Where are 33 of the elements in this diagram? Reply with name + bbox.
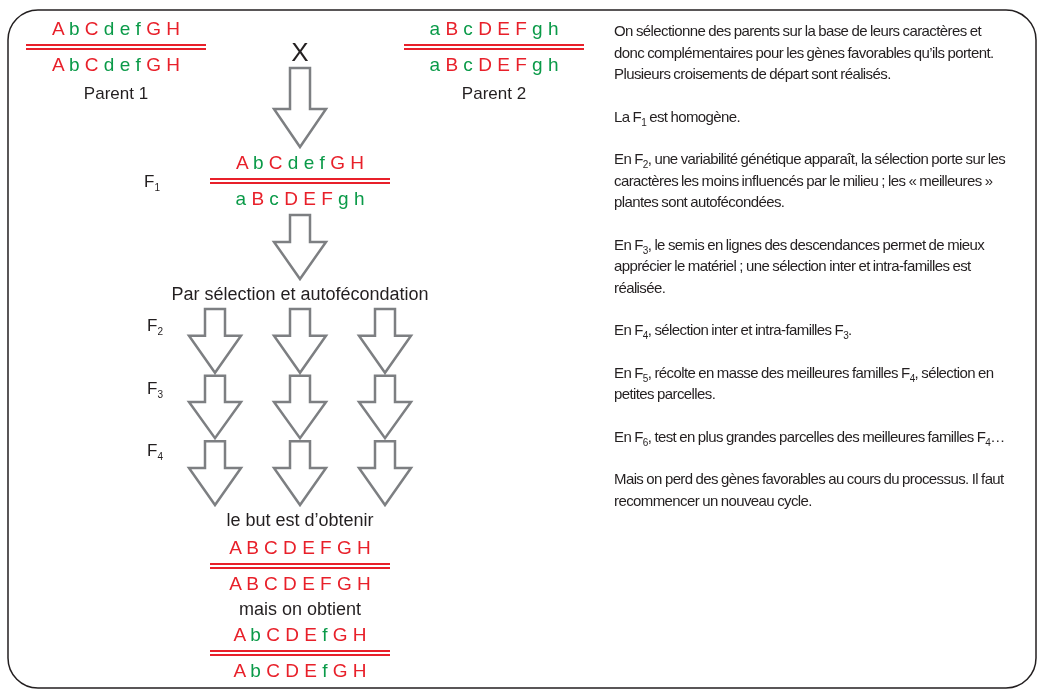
step-label: Par sélection et autofécondation [171, 283, 429, 306]
block-arrow [356, 307, 414, 508]
explanation-paragraph: En F$_{6}$, test en plus grandes parcelles des meilleures familles F$_{4}$… [614, 426, 1006, 447]
allele-row-text: A b C d e f G H [236, 151, 364, 175]
explanation-paragraph: En F$_{3}$, le semis en lignes des descendances permet de mieux apprécier le matériel ; une sélection inter et intra-familles est réalisée. [614, 234, 986, 298]
allele-row-text: A B C D E F G H [229, 572, 371, 596]
allele-row-text: A b C D E f G H [233, 659, 367, 683]
explanation-paragraph: En F$_{2}$, une variabilité génétique apparaît, la sélection porte sur les caractères les moins influencés par le milieu ; les « meilleures » plantes sont autofécondées. [614, 149, 1007, 212]
allele-row-text: a B c D E F g h [235, 187, 365, 211]
block-arrow [186, 307, 244, 508]
explanation-paragraph: En F$_{4}$, sélection inter et intra-familles F$_{3}$. [614, 320, 853, 341]
generation-label: F$_{2}$ [147, 316, 163, 336]
step-label: mais on obtient [238, 598, 362, 621]
allele-row-text: A B C D E F G H [229, 536, 371, 560]
allele-row-text: A b C d e f G H [52, 53, 180, 77]
generation-label: F$_{3}$ [147, 379, 163, 399]
allele-row-text: a B c D E F g h [429, 53, 559, 77]
generation-label: F$_{1}$ [144, 172, 160, 192]
allele-row-text: A b C d e f G H [52, 17, 180, 41]
parent-label: Parent 1 [82, 84, 150, 104]
allele-row-text: a B c D E F g h [429, 17, 559, 41]
block-arrow [271, 66, 329, 150]
block-arrow [271, 213, 329, 282]
explanation-paragraph: Mais on perd des gènes favorables au cours du processus. Il faut recommencer un nouveau cycle. [614, 469, 1005, 511]
parent-label: Parent 2 [460, 84, 528, 104]
generation-label: F$_{4}$ [147, 441, 163, 461]
step-label: le but est d’obtenir [226, 509, 374, 532]
explanation-paragraph: En F$_{5}$, récolte en masse des meilleures familles F$_{4}$, sélection en petites parcelles. [614, 362, 995, 404]
explanation-paragraph: La F$_{1}$ est homogène. [614, 106, 742, 127]
explanation-paragraph: On sélectionne des parents sur la base de leurs caractères et donc complémentaires pour les gènes favorables qu’ils portent. Plusieurs croisements de départ sont réalisés. [614, 21, 995, 84]
block-arrow [271, 307, 329, 508]
cross-symbol: X [291, 40, 309, 64]
allele-row-text: A b C D E f G H [233, 623, 367, 647]
